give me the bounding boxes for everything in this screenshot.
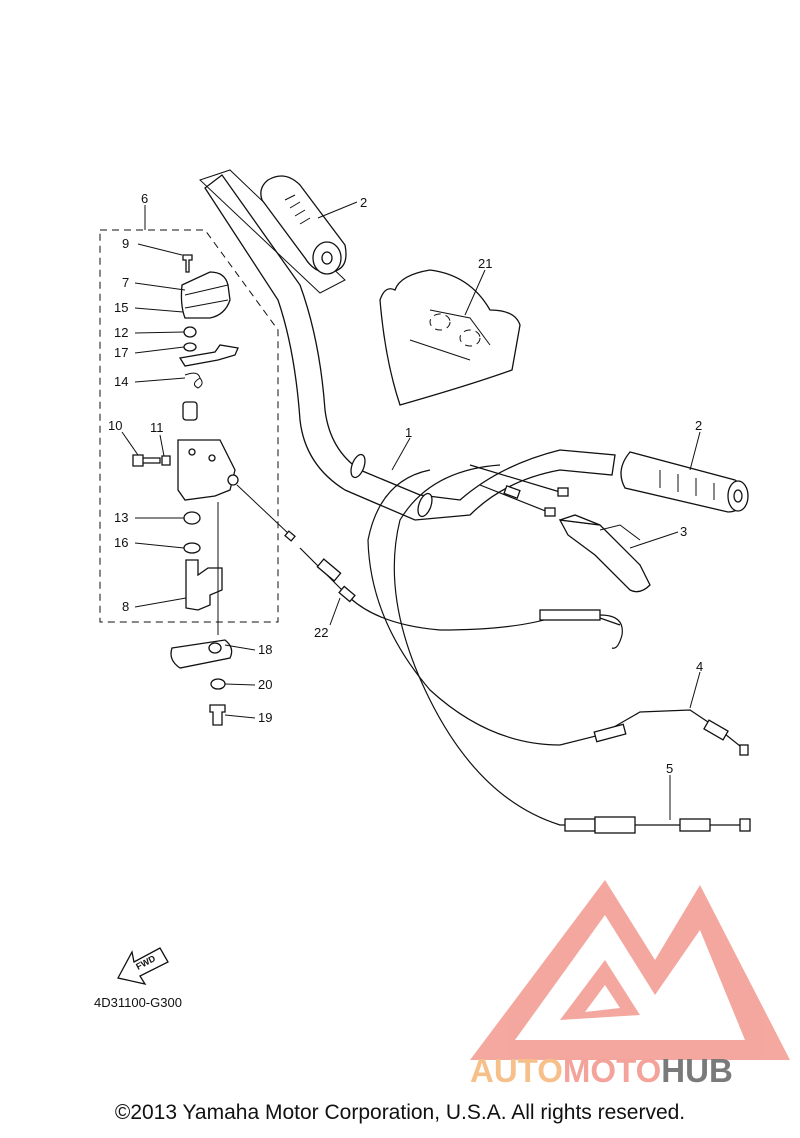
callout-15: 15 [114,300,128,315]
callout-18: 18 [258,642,272,657]
assembly-6-box [99,229,279,623]
callout-8: 8 [122,599,129,614]
callout-13: 13 [114,510,128,525]
handlebar-cover [379,269,521,406]
throttle-cable [236,484,623,649]
callout-21: 21 [478,256,492,271]
callout-12: 12 [114,325,128,340]
handlebar [199,169,616,521]
watermark-logo-text: AUTOMOTOHUB [470,1052,800,1092]
fwd-arrow-icon: FWD [117,947,169,985]
callout-1: 1 [405,425,412,440]
callout-14: 14 [114,374,128,389]
cable-5 [393,464,751,834]
callout-10: 10 [108,418,122,433]
right-grip [620,451,749,513]
callout-5: 5 [666,761,673,776]
callout-16: 16 [114,535,128,550]
leader-lines [121,201,701,820]
watermark-logo-mark [470,880,790,1060]
callout-3: 3 [680,524,687,539]
cable-fittings [469,464,569,517]
logo-text-hub: HUB [661,1052,733,1089]
callout-2-left-grip: 2 [360,195,367,210]
brake-lever [558,514,651,593]
drawing-code: 4D31100-G300 [94,995,182,1010]
callout-19: 19 [258,710,272,725]
callout-17: 17 [114,345,128,360]
callout-4: 4 [696,659,703,674]
logo-text-moto: MOTO [562,1052,662,1089]
logo-text-auto: AUTO [470,1052,563,1089]
copyright-notice: ©2013 Yamaha Motor Corporation, U.S.A. A… [114,1101,686,1124]
callout-2-right-grip: 2 [695,418,702,433]
callout-22: 22 [314,625,328,640]
callout-11: 11 [150,420,164,435]
left-grip [260,175,347,275]
callout-6: 6 [141,191,148,206]
callout-20: 20 [258,677,272,692]
throttle-housing-assembly [132,254,239,726]
callout-9: 9 [122,236,129,251]
callouts: 1 2 2 3 4 5 6 7 8 9 10 11 12 13 14 15 16… [108,191,703,776]
callout-7: 7 [122,275,129,290]
cable-4 [367,469,749,756]
